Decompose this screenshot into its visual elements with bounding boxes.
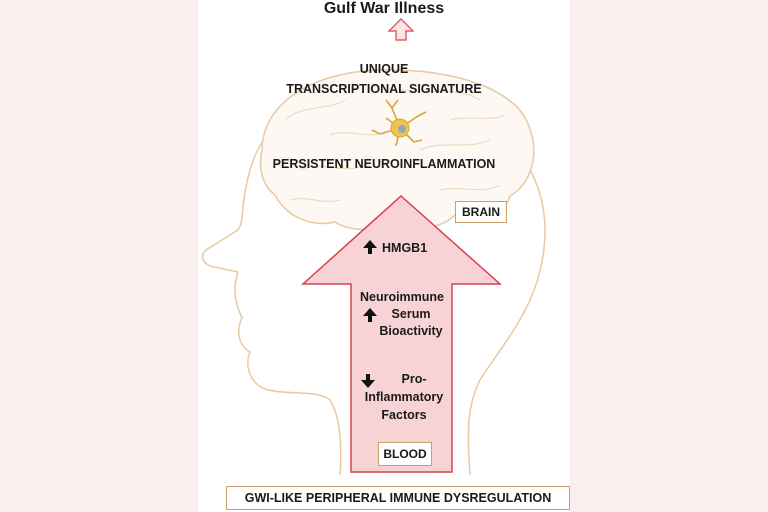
hmgb1-up-arrow <box>363 240 377 254</box>
head-outline <box>201 84 546 476</box>
serum-up-arrow <box>363 308 377 322</box>
pro-line2: Inflammatory <box>364 390 444 404</box>
top-up-arrow <box>387 18 415 41</box>
title: Gulf War Illness <box>323 0 445 17</box>
footer-label: GWI-LIKE PERIPHERAL IMMUNE DYSREGULATION <box>244 491 552 505</box>
hmgb1-label: HMGB1 <box>382 241 428 255</box>
serum-line1: Neuroimmune <box>359 290 445 304</box>
brain-label: BRAIN <box>462 205 500 219</box>
brain-label-box: BRAIN <box>455 201 507 223</box>
serum-line2: Serum <box>391 307 431 321</box>
blood-label: BLOOD <box>383 447 427 461</box>
signature-line1: UNIQUE <box>359 62 409 76</box>
blood-label-box: BLOOD <box>378 442 432 466</box>
footer-box: GWI-LIKE PERIPHERAL IMMUNE DYSREGULATION <box>226 486 570 510</box>
pro-down-arrow <box>361 374 375 388</box>
neuron-icon <box>371 99 427 147</box>
signature-line2: TRANSCRIPTIONAL SIGNATURE <box>286 82 482 96</box>
brain-gyri <box>284 89 506 203</box>
serum-line3: Bioactivity <box>379 324 443 338</box>
pro-line3: Factors <box>381 408 427 422</box>
pro-line1: Pro- <box>401 372 427 386</box>
neuroinflammation-label: PERSISTENT NEUROINFLAMMATION <box>272 157 496 171</box>
blood-to-brain-arrow <box>301 194 502 473</box>
